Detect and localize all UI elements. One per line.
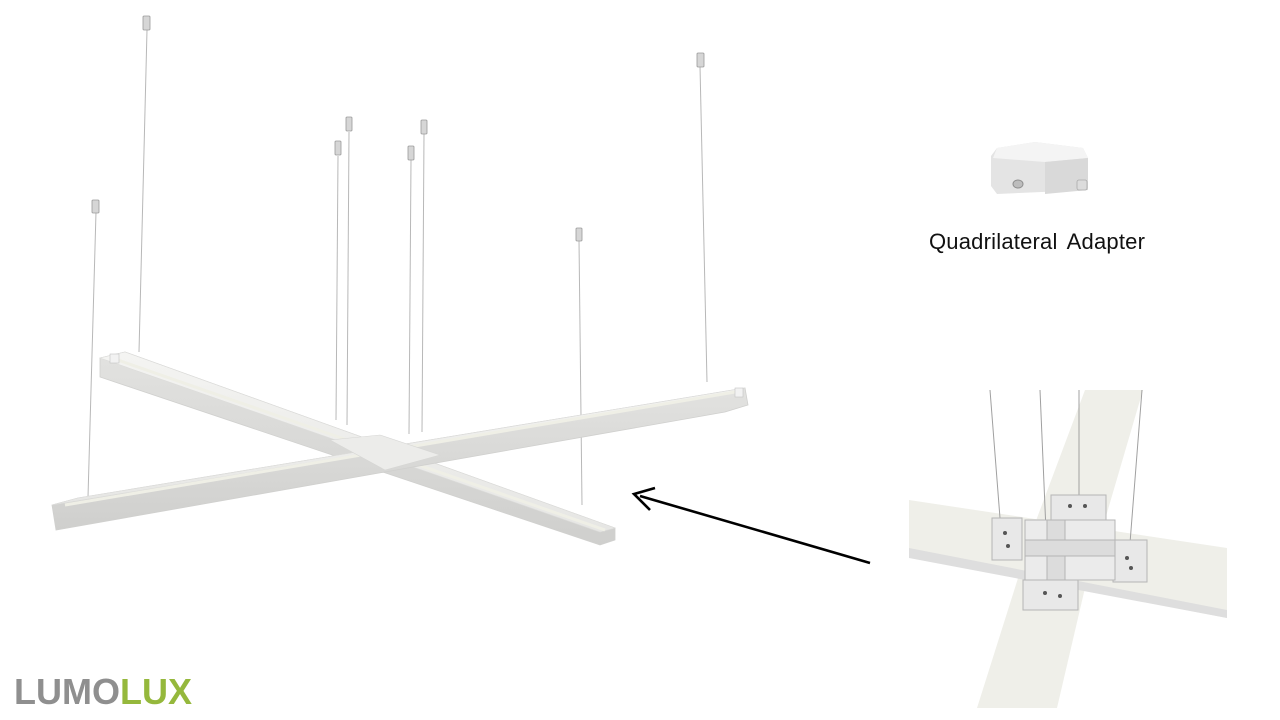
suspension-cables: [87, 29, 708, 506]
adapter-caption: Quadrilateral Adapter: [929, 229, 1146, 254]
junction-connector: [329, 434, 442, 471]
quadrilateral-adapter-image: [991, 142, 1088, 194]
ceiling-cable-grippers: [91, 15, 705, 242]
connector-detail-image: [909, 389, 1227, 708]
logo-part-lumo: LUMO: [14, 671, 120, 712]
logo-part-lux: LUX: [119, 671, 192, 712]
pointer-arrow-icon: [631, 486, 871, 565]
company-logo: LUMOLUX: [14, 672, 192, 712]
